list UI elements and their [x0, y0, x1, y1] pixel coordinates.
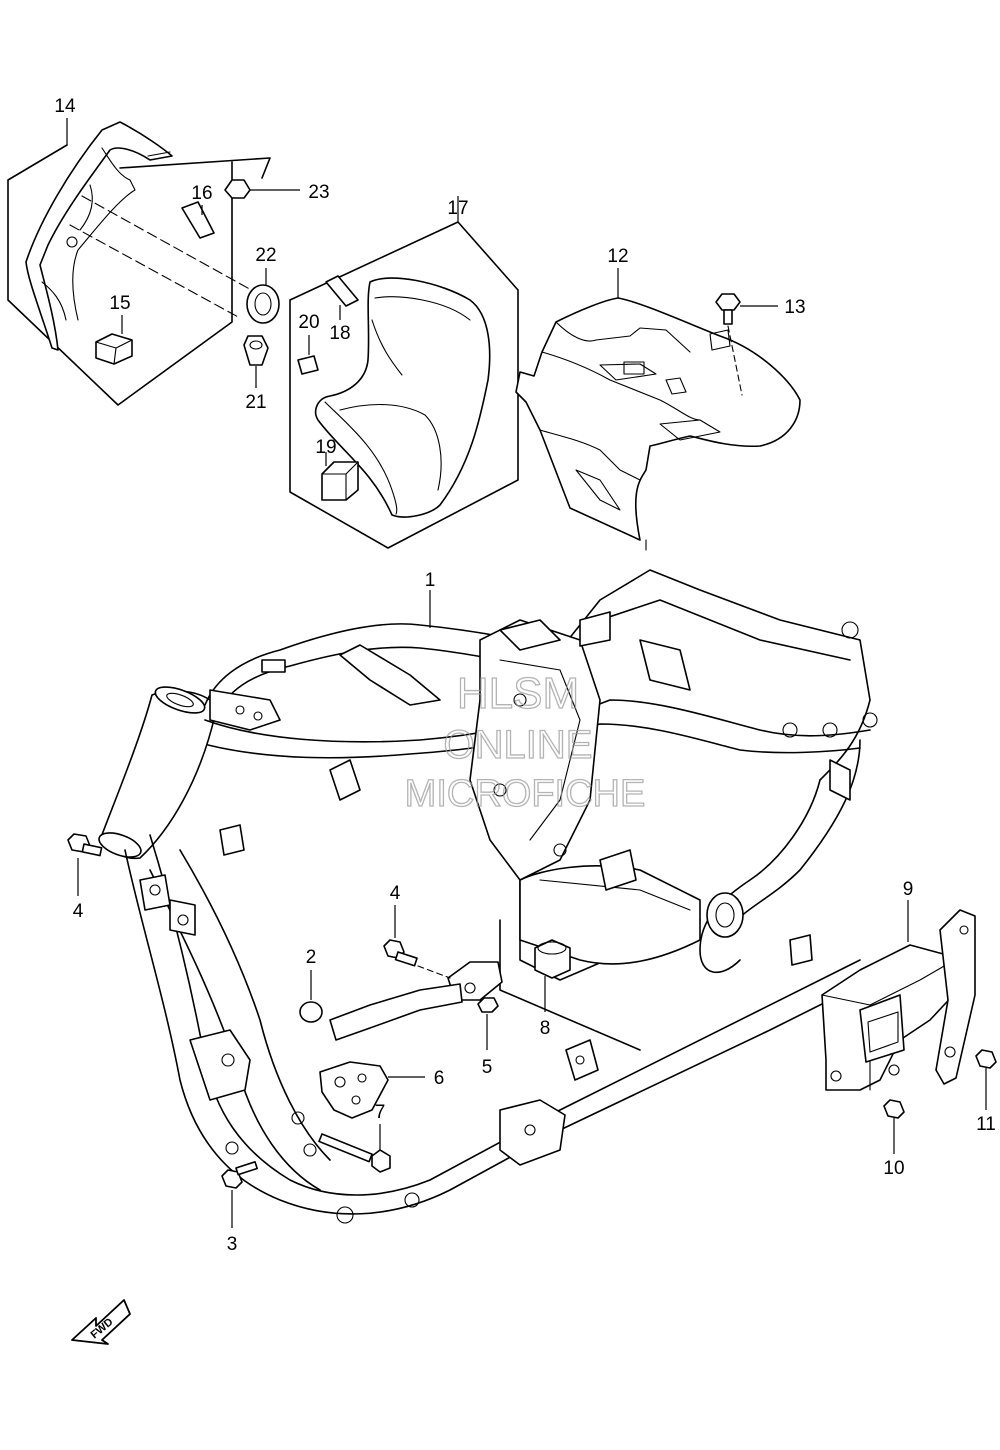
spacer-21-part[interactable] [243, 335, 269, 388]
battery-tray-12-part[interactable] [515, 268, 801, 551]
callout-9[interactable]: 9 [903, 879, 914, 900]
callout-18[interactable]: 18 [329, 323, 350, 344]
watermark-line-1: HLSM [457, 669, 579, 718]
seat-17-part[interactable] [314, 277, 491, 518]
bracket-9-part[interactable] [821, 900, 976, 1091]
strip-18-part[interactable] [325, 275, 359, 320]
forward-arrow-icon: FWD [71, 1299, 131, 1345]
callout-3[interactable]: 3 [227, 1234, 238, 1255]
seat-group-frame [289, 196, 519, 549]
side-cover-group-frame [7, 118, 233, 406]
bolt-13-part[interactable] [715, 293, 778, 396]
callout-15[interactable]: 15 [109, 293, 130, 314]
bolt-4-center-part[interactable] [383, 905, 451, 979]
callout-6[interactable]: 6 [434, 1068, 445, 1089]
watermark-line-3: MICROFICHE [405, 773, 646, 815]
callout-22[interactable]: 22 [255, 245, 276, 266]
side-cover-part[interactable] [25, 121, 173, 351]
callout-7[interactable]: 7 [375, 1102, 386, 1123]
main-frame-1-part[interactable] [96, 569, 878, 1224]
grommet-22-part[interactable] [246, 268, 280, 324]
callout-11[interactable]: 11 [976, 1114, 996, 1135]
callout-10[interactable]: 10 [883, 1158, 904, 1179]
spacer-8-part[interactable] [534, 939, 571, 1012]
callout-1[interactable]: 1 [425, 570, 436, 591]
callout-4-center[interactable]: 4 [390, 883, 401, 904]
callout-17[interactable]: 17 [447, 198, 468, 219]
nut-5-part[interactable] [477, 997, 499, 1050]
bolt-7-part[interactable] [318, 1124, 391, 1173]
plug-2-part[interactable] [299, 970, 323, 1023]
clip-15-part[interactable] [95, 315, 133, 365]
callout-16[interactable]: 16 [191, 183, 212, 204]
grommet-23-part[interactable] [224, 179, 300, 199]
pad-20-part[interactable] [297, 335, 319, 375]
callout-20[interactable]: 20 [298, 312, 319, 333]
callout-5[interactable]: 5 [482, 1057, 493, 1078]
bolt-11-part[interactable] [975, 1049, 997, 1110]
callout-12[interactable]: 12 [607, 246, 628, 267]
callout-13[interactable]: 13 [784, 297, 805, 318]
bolt-10-part[interactable] [883, 1099, 905, 1154]
callout-4-left[interactable]: 4 [73, 901, 84, 922]
cushion-19-part[interactable] [321, 452, 359, 501]
plate-6-part[interactable] [319, 1061, 425, 1119]
callout-14[interactable]: 14 [54, 96, 76, 117]
callout-21[interactable]: 21 [245, 392, 266, 413]
bolt-3-part[interactable] [221, 1161, 258, 1228]
callout-labels: 1 2 3 4 4 5 6 7 8 9 10 11 12 13 14 15 16… [54, 96, 995, 1255]
callout-19[interactable]: 19 [315, 437, 336, 458]
callout-2[interactable]: 2 [306, 947, 317, 968]
mount-bracket-part [329, 961, 503, 1041]
watermark: HLSM ONLINE MICROFICHE [404, 668, 646, 815]
bolt-4-upper-part[interactable] [67, 833, 103, 896]
watermark-line-2: ONLINE [444, 723, 593, 767]
decal-16-part[interactable] [181, 201, 215, 239]
callout-8[interactable]: 8 [540, 1018, 551, 1039]
callout-23[interactable]: 23 [308, 182, 329, 203]
